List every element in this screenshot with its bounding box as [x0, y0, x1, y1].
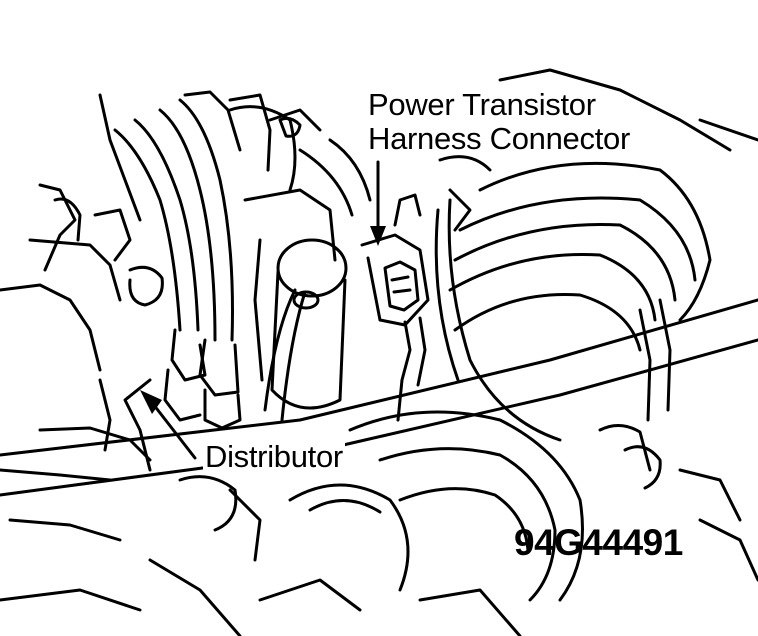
distributor-label: Distributor: [203, 439, 345, 474]
coil-cap: [263, 238, 348, 422]
belt-and-pulleys: [0, 298, 758, 602]
lower-components: [0, 475, 522, 636]
upper-hoses: [228, 105, 492, 232]
ignition-wire-bundle: [113, 90, 272, 430]
power-transistor-connector: [360, 193, 430, 422]
distributor-body: [123, 188, 337, 472]
figure-id: 94G44491: [514, 522, 683, 563]
power-transistor-label-line2: Harness Connector: [368, 121, 630, 156]
power-transistor-label-line1: Power Transistor: [368, 87, 596, 122]
engine-block-outline: [0, 93, 164, 542]
callout-leader-lines: [148, 160, 380, 460]
distributor-arrowhead: [140, 390, 162, 414]
power-transistor-callout: Power Transistor Harness Connector: [368, 88, 630, 156]
connector-arrowhead: [370, 226, 386, 246]
air-intake-duct: [434, 68, 758, 442]
